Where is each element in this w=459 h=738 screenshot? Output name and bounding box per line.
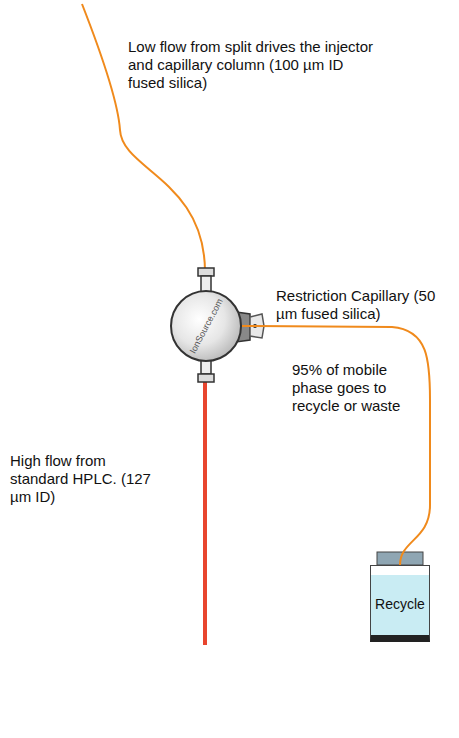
recycle-bottle: Recycle: [370, 565, 430, 642]
tee-fitting: IonSource.com: [170, 290, 242, 362]
high-flow-tubing: [203, 380, 207, 645]
bottom-nut: [198, 374, 214, 382]
annotation-text: 95% of mobile phase goes to recycle or w…: [292, 361, 420, 415]
bottle-label: Recycle: [375, 596, 425, 612]
bottom-stem: [201, 360, 211, 374]
brand-mark: IonSource.com: [187, 297, 224, 355]
top-nut: [198, 268, 214, 276]
annotation-text: Low flow from split drives the injector …: [128, 38, 378, 92]
annotation-text: Restriction Capillary (50 µm fused silic…: [276, 287, 446, 323]
restriction-capillary: [242, 326, 430, 595]
annotation-text: High flow from standard HPLC. (127 µm ID…: [10, 452, 160, 506]
